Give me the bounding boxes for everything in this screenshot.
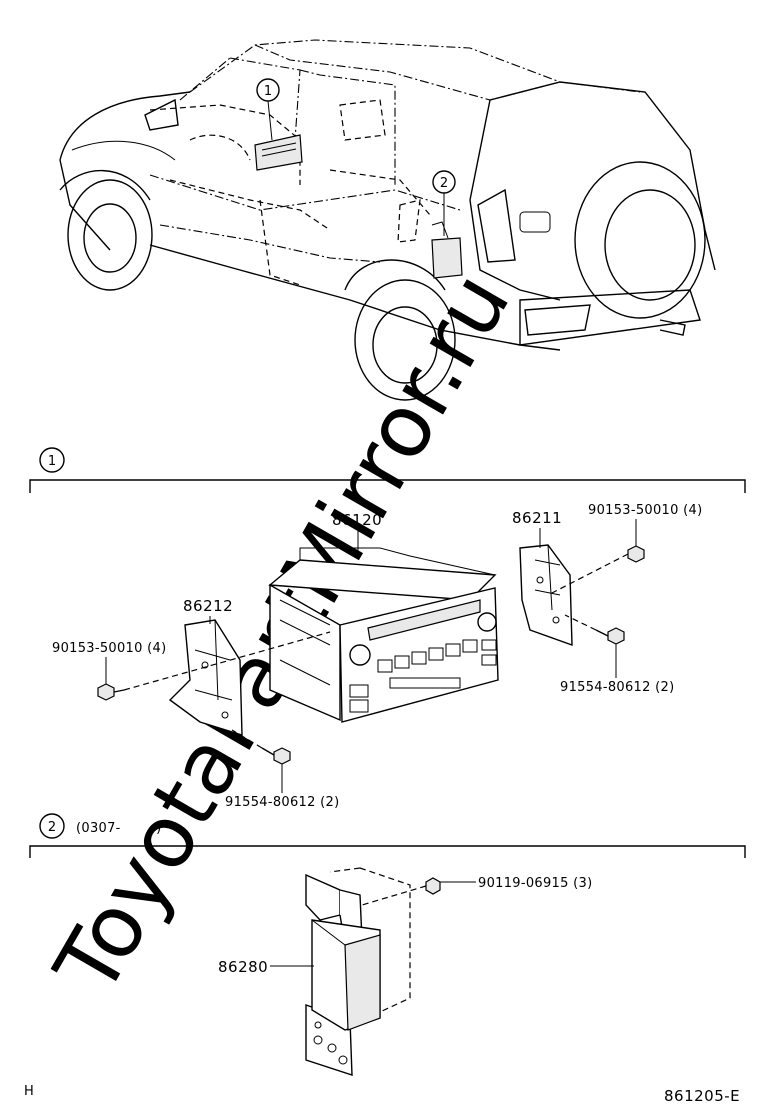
radio-head-unit: [268, 547, 499, 723]
screw-right-icon: [627, 545, 645, 563]
bracket-right: [519, 544, 573, 647]
callout-2: 2: [432, 170, 456, 236]
head-unit-location: [254, 134, 303, 171]
footer-figure-number: 861205-E: [664, 1087, 740, 1105]
svg-text:1: 1: [264, 84, 272, 99]
module-unit: [305, 867, 411, 1076]
section-1-marker: [39, 447, 65, 473]
module-bolt-icon: [425, 877, 441, 895]
section-1: 1: [29, 447, 746, 810]
label-bracket-right: 86211: [512, 509, 562, 527]
label-screw-right: 90153-50010 (4): [588, 503, 702, 518]
svg-text:2: 2: [440, 176, 448, 191]
label-bolt-right: 91554-80612 (2): [560, 680, 674, 695]
section-2-marker: [39, 813, 65, 839]
section-2-bracket: [29, 845, 746, 858]
section-2-date-range: (0307- ): [76, 821, 161, 836]
label-bracket-left: 86212: [183, 597, 233, 615]
screw-left-icon: [97, 683, 125, 701]
module-location: [431, 221, 463, 279]
bolt-right-icon: [595, 627, 625, 645]
radio-buttons: [349, 639, 497, 713]
label-radio: 86120: [332, 511, 382, 529]
bolt-left-icon: [261, 747, 291, 765]
bracket-left: [168, 619, 243, 736]
section-1-bracket: [29, 479, 746, 493]
label-module-bolt: 90119-06915 (3): [478, 876, 592, 891]
section-1-number: 1: [48, 454, 56, 469]
vehicle-illustration: 1 2: [59, 39, 716, 401]
label-screw-left: 90153-50010 (4): [52, 641, 166, 656]
section-2-number: 2: [48, 820, 56, 835]
section-2: 2 (0307- ) 90119-06915 (3): [29, 813, 746, 1076]
footer-left-code: H: [24, 1084, 34, 1099]
label-module: 86280: [218, 958, 268, 976]
label-bolt-left: 91554-80612 (2): [225, 795, 339, 810]
callout-1: 1: [256, 78, 280, 141]
